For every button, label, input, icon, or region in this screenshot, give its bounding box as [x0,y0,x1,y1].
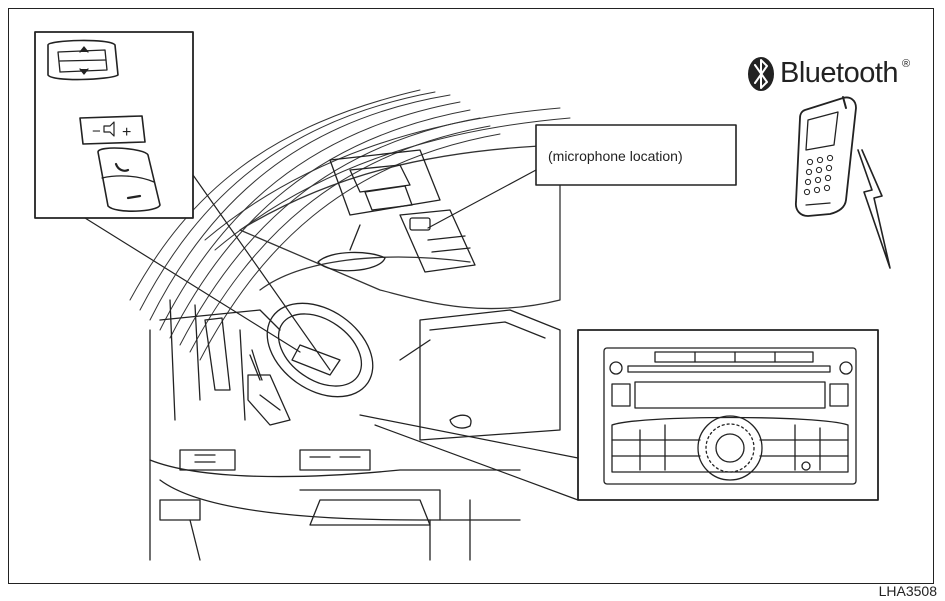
svg-text:−: − [92,123,101,140]
microphone-callout-box [535,124,737,186]
wireless-signal-icon [857,149,891,269]
microphone-module [399,209,476,273]
door-panel [399,309,561,441]
microphone-location-label: (microphone location) [548,148,683,164]
overhead-console [329,149,441,216]
tuner-knob-icon [697,415,763,481]
windshield-hatching [129,89,571,361]
figure-frame [8,8,934,584]
steering-switch-inset: − + [34,31,194,219]
rearview-mirror [317,251,386,272]
registered-mark: ® [902,58,911,70]
audio-unit-inset [577,329,879,501]
bluetooth-icon [748,57,774,91]
figure-code: LHA3508 [878,583,937,599]
svg-text:+: + [122,124,131,141]
dashboard [149,299,521,561]
volume-control-icon: − + [79,115,146,145]
steering-wheel [247,302,374,426]
up-down-switch-icon [47,39,119,81]
bluetooth-wordmark: Bluetooth [780,57,899,89]
phone-call-icon [97,147,161,212]
cellphone-icon [795,96,857,217]
